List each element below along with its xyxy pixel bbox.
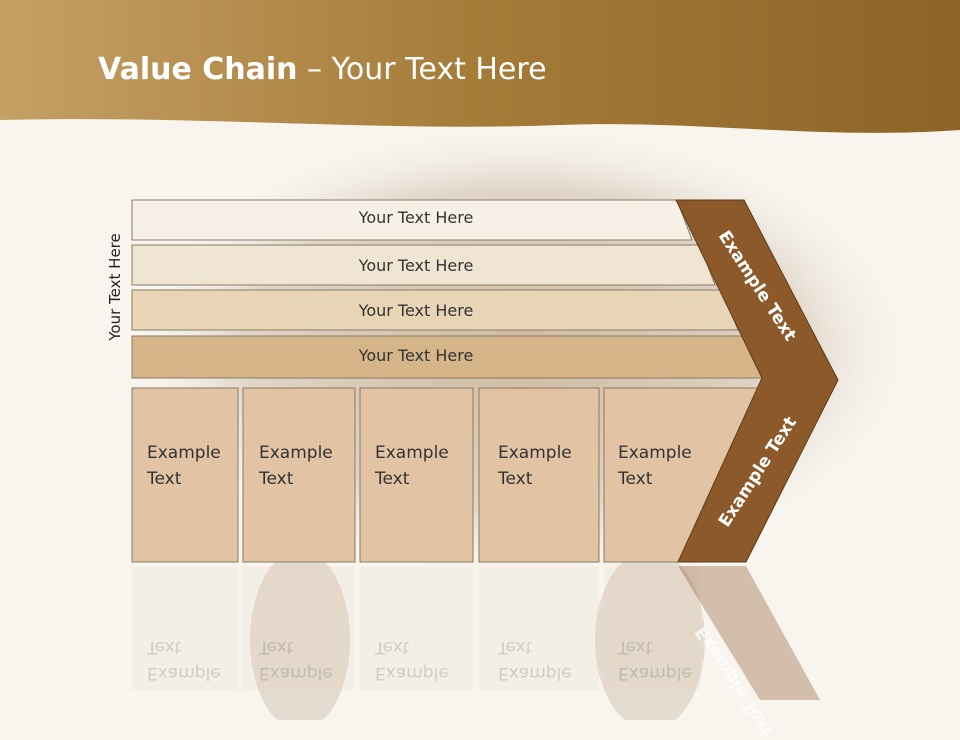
box-5-refl-line1: Example [618, 663, 692, 683]
band-3 [131, 289, 739, 331]
box-reflection-1: Example Text [147, 634, 221, 686]
band-label-3: Your Text Here [358, 301, 474, 320]
box-3-refl-line2: Text [375, 637, 410, 657]
title-bold: Value Chain [98, 52, 298, 87]
box-1-line2: Text [147, 469, 182, 489]
activity-box-reflection-1 [132, 566, 238, 690]
box-5-line2: Text [618, 469, 653, 489]
box-5-line1: Example [618, 443, 692, 463]
box-reflection-3: Example Text [375, 634, 449, 686]
box-3-line1: Example [375, 443, 449, 463]
activity-box-reflection-4 [479, 566, 599, 690]
box-1-refl-line2: Text [147, 637, 182, 657]
activity-box-reflection-3 [360, 566, 473, 690]
activity-box-reflection-2 [243, 566, 355, 690]
box-reflection-4: Example Text [498, 634, 572, 686]
box-reflection-5: Example Text [618, 634, 692, 686]
box-2-refl-line2: Text [259, 637, 294, 657]
box-5-refl-line2: Text [618, 637, 653, 657]
activity-box-1 [131, 387, 239, 563]
band-2 [131, 244, 716, 286]
title-rest: – Your Text Here [297, 52, 547, 87]
slide-background [0, 0, 960, 720]
box-1-line1: Example [147, 443, 221, 463]
band-label-2: Your Text Here [358, 256, 474, 275]
box-1-refl-line1: Example [147, 663, 221, 683]
box-2-refl-line1: Example [259, 663, 333, 683]
box-reflection-2: Example Text [259, 634, 333, 686]
activity-box-4 [478, 387, 600, 563]
band-label-4: Your Text Here [358, 346, 474, 365]
box-4-line1: Example [498, 443, 572, 463]
band-1 [131, 199, 693, 241]
box-2-line1: Example [259, 443, 333, 463]
activity-box-3 [359, 387, 474, 563]
margin-chevron [675, 199, 839, 563]
activity-box-2 [242, 387, 356, 563]
margin-chevron-reflection [678, 566, 820, 700]
activity-box-reflection-5 [604, 566, 700, 690]
slide-title: Value Chain – Your Text Here [98, 52, 547, 87]
box-4-refl-line2: Text [498, 637, 533, 657]
box-3-line2: Text [375, 469, 410, 489]
band-label-1: Your Text Here [358, 208, 474, 227]
box-4-line2: Text [498, 469, 533, 489]
box-2-line2: Text [259, 469, 294, 489]
box-3-refl-line1: Example [375, 663, 449, 683]
side-label: Your Text Here [106, 233, 124, 341]
box-4-refl-line1: Example [498, 663, 572, 683]
header-banner [0, 0, 960, 133]
